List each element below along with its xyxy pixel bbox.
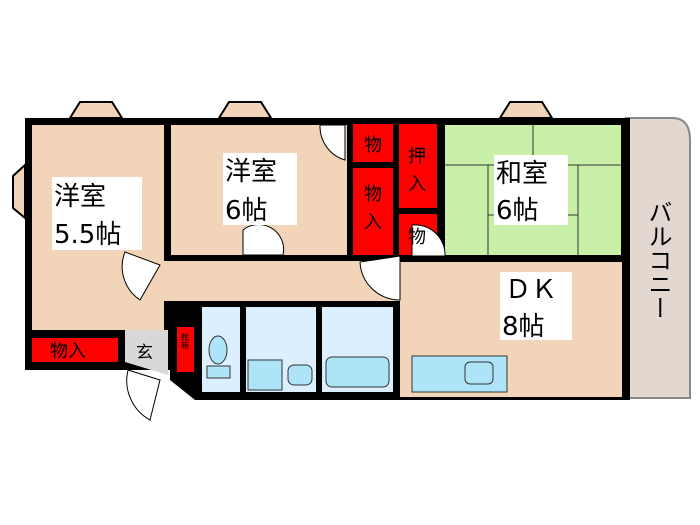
storage-label-mono-small: 物 bbox=[408, 227, 426, 248]
balcony bbox=[625, 117, 691, 399]
storage-label-mono-iri-mid-1: 物 bbox=[364, 184, 382, 205]
storage-label-mono-iri-bottom: 物入 bbox=[50, 341, 86, 362]
label-bg bbox=[494, 155, 568, 225]
room-name-western1: 洋室 bbox=[54, 182, 106, 212]
room-name-japanese: 和室 bbox=[496, 159, 548, 189]
storage-mono-iri-bottom bbox=[32, 338, 118, 362]
entrance bbox=[125, 330, 168, 375]
washing-machine-icon bbox=[247, 359, 283, 391]
room-size-dk: 8帖 bbox=[502, 312, 545, 342]
bathtub-icon bbox=[325, 356, 390, 388]
room-size-western2: 6帖 bbox=[225, 196, 268, 226]
toilet-icon bbox=[208, 335, 228, 365]
storage-oshiire bbox=[399, 124, 437, 208]
room-name-dk: ＤＫ bbox=[505, 275, 557, 305]
label-bg bbox=[223, 153, 297, 225]
storage-label-oshiire-2: 入 bbox=[408, 174, 426, 195]
storage-label-mono-iri-mid-2: 入 bbox=[364, 212, 382, 233]
room-name-entrance: 玄 bbox=[136, 343, 153, 363]
kitchen-sink-icon bbox=[464, 361, 494, 385]
room-size-western1: 5.5帖 bbox=[54, 220, 121, 250]
toilet-tank-icon bbox=[206, 365, 231, 379]
storage-label-mono-top: 物 bbox=[364, 135, 382, 156]
storage-mono-iri-mid bbox=[353, 168, 393, 255]
room-name-western2: 洋室 bbox=[225, 157, 277, 187]
hallway-corner bbox=[125, 261, 164, 330]
wash-basin-icon bbox=[287, 364, 313, 386]
door-swings bbox=[121, 124, 446, 421]
room-size-japanese: 6帖 bbox=[496, 196, 539, 226]
storage-mono-top bbox=[353, 124, 393, 162]
bay-windows bbox=[12, 101, 554, 221]
kitchen-counter bbox=[411, 355, 508, 393]
room-name-balcony: バルコニー bbox=[644, 200, 672, 320]
shoebox-label: 靴箱 bbox=[181, 332, 190, 350]
storage-label-oshiire-1: 押 bbox=[408, 146, 426, 167]
label-bg bbox=[52, 177, 142, 250]
shoebox bbox=[177, 327, 194, 372]
label-bg bbox=[500, 272, 572, 340]
